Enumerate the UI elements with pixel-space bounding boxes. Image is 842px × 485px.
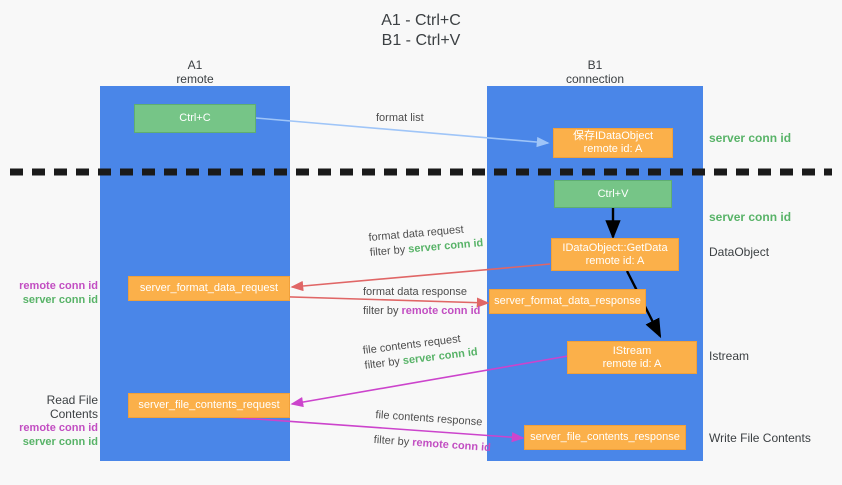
box-istream[interactable]: IStream remote id: A — [567, 341, 697, 374]
box-server-format-data-request[interactable]: server_format_data_request — [128, 276, 290, 301]
edge-label-format-data-response-text: format data response — [363, 286, 467, 298]
edge-label-file-contents-response-prefix: filter by — [373, 433, 413, 449]
lane-b1-subtitle: connection — [565, 72, 625, 86]
right-label-server-conn-id-1: server conn id — [709, 131, 792, 145]
lane-a1-title: A1 — [187, 58, 203, 72]
box-istream-line1: IStream — [612, 344, 652, 357]
left-label-remote-conn-id-1: remote conn id — [19, 280, 98, 292]
box-ctrl-c[interactable]: Ctrl+C — [134, 104, 256, 133]
left-label-group-2: Read File Contents remote conn id server… — [4, 393, 98, 449]
lane-header-a1: A1 remote — [100, 58, 290, 86]
right-label-write-file-contents: Write File Contents — [709, 431, 811, 445]
edge-label-format-data-response: format data response filter by remote co… — [363, 285, 480, 319]
left-label-group-1: remote conn id server conn id — [8, 279, 98, 307]
box-server-file-contents-request[interactable]: server_file_contents_request — [128, 393, 290, 418]
left-label-read-file-contents: Read File Contents — [46, 393, 98, 421]
edge-label-file-contents-request-prefix: filter by — [363, 355, 404, 372]
right-label-dataobject: DataObject — [709, 245, 770, 259]
box-server-format-data-response-label: server_format_data_response — [494, 295, 641, 307]
diagram-title: A1 - Ctrl+C B1 - Ctrl+V — [0, 11, 842, 51]
edge-label-format-data-response-value: remote conn id — [401, 305, 481, 317]
lane-header-b1: B1 connection — [487, 58, 703, 86]
box-idataobject-getdata-line1: IDataObject::GetData — [562, 241, 668, 254]
edge-label-file-contents-response-value: remote conn id — [411, 436, 492, 455]
box-idataobject-getdata-line2: remote id: A — [585, 254, 645, 267]
right-label-server-conn-id-2: server conn id — [709, 210, 792, 224]
box-server-file-contents-response-label: server_file_contents_response — [530, 431, 680, 443]
box-idataobject-getdata[interactable]: IDataObject::GetData remote id: A — [551, 238, 679, 271]
right-label-istream: Istream — [709, 349, 750, 363]
box-server-file-contents-request-label: server_file_contents_request — [138, 399, 280, 411]
box-ctrl-v[interactable]: Ctrl+V — [554, 180, 672, 208]
box-server-format-data-response[interactable]: server_format_data_response — [489, 289, 646, 314]
box-ctrl-c-label: Ctrl+C — [179, 112, 211, 124]
edge-label-file-contents-request: file contents request filter by server c… — [362, 330, 479, 374]
box-store-idataobject-line1: 保存IDataObject — [572, 130, 654, 142]
left-label-server-conn-id-1: server conn id — [22, 294, 98, 306]
left-label-server-conn-id-2: server conn id — [22, 436, 98, 448]
title-line-2: B1 - Ctrl+V — [381, 32, 461, 49]
lane-a1-subtitle: remote — [176, 72, 214, 86]
edge-label-file-contents-response-text: file contents response — [375, 408, 483, 429]
box-store-idataobject-line2: remote id: A — [583, 143, 643, 155]
edge-label-format-list: format list — [376, 112, 424, 124]
box-ctrl-v-label: Ctrl+V — [597, 187, 629, 200]
lane-b1-title: B1 — [587, 58, 603, 72]
edge-label-format-data-response-prefix: filter by — [363, 305, 402, 317]
box-server-format-data-request-label: server_format_data_request — [139, 282, 279, 294]
box-istream-line2: remote id: A — [602, 357, 662, 370]
box-store-idataobject[interactable]: 保存IDataObject remote id: A — [553, 128, 673, 158]
left-label-remote-conn-id-2: remote conn id — [19, 422, 98, 434]
edge-label-file-contents-response: file contents response filter by remote … — [373, 408, 493, 456]
edge-label-format-data-request-prefix: filter by — [369, 243, 409, 259]
edge-label-format-data-request: format data request filter by server con… — [368, 221, 484, 261]
box-server-file-contents-response[interactable]: server_file_contents_response — [524, 425, 686, 450]
title-line-1: A1 - Ctrl+C — [381, 12, 461, 29]
